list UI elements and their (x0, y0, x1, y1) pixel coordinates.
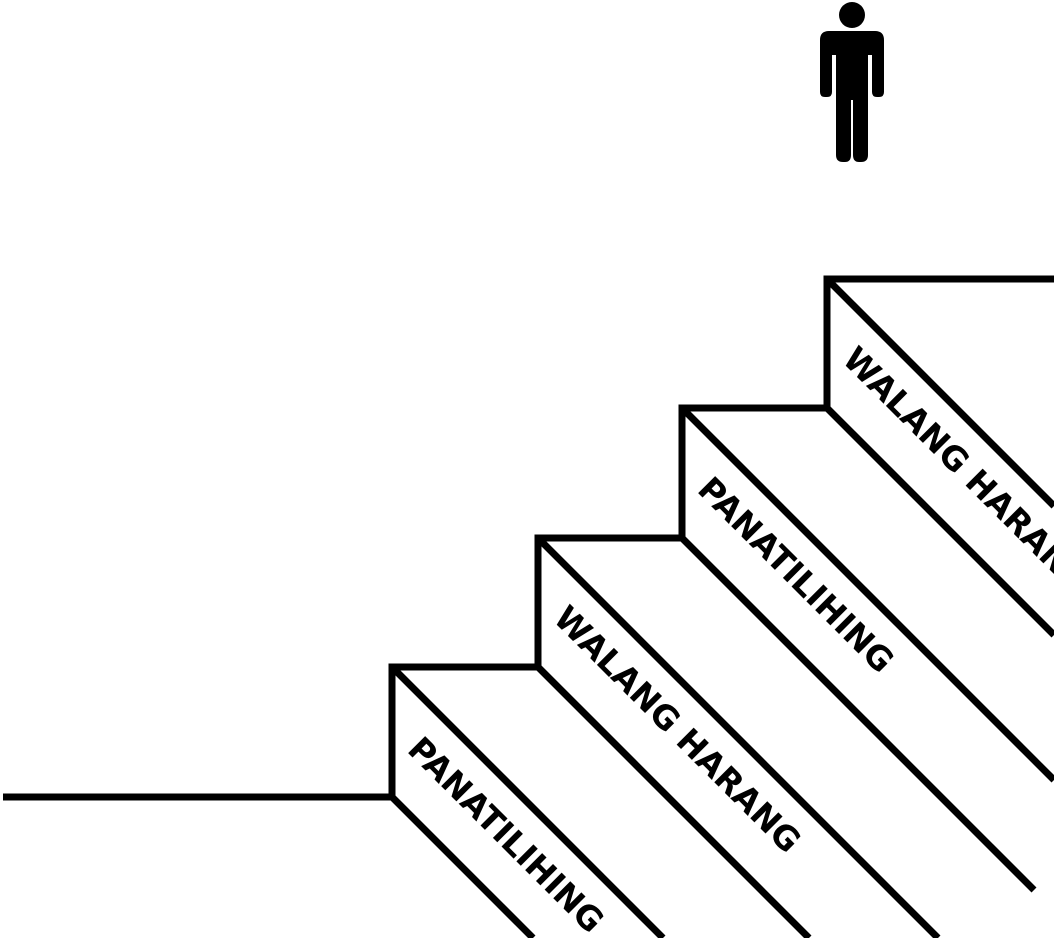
edge-step-4-top (824, 276, 1054, 509)
edge-step-2-bottom (535, 664, 812, 938)
person-icon (820, 2, 884, 162)
edge-step-3-bottom (679, 535, 1037, 893)
step-2-label: WALANG HARANG (546, 598, 808, 860)
edge-step-1-bottom (389, 794, 536, 938)
edge-step-3-top (679, 405, 1054, 783)
edge-step-2-top (535, 535, 941, 938)
edge-step-1-top (389, 664, 666, 938)
stair-edges (389, 276, 1054, 938)
edge-step-4-bottom (824, 405, 1054, 638)
